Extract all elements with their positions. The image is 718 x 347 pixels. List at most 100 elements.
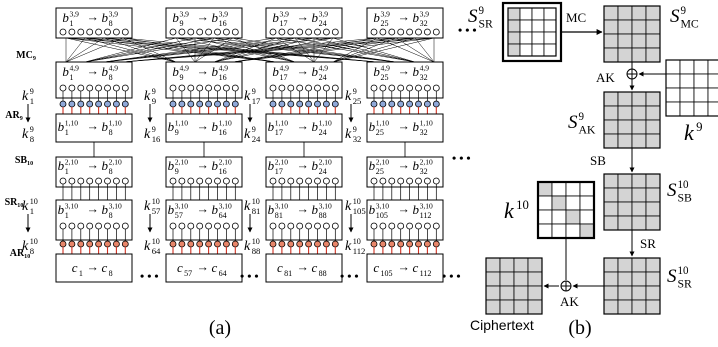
byte-node xyxy=(86,177,94,185)
state-block xyxy=(366,61,444,99)
byte-node xyxy=(196,177,204,185)
symbol-subscript: 57 xyxy=(175,211,183,220)
symbol-subscript: 81 xyxy=(275,211,283,220)
symbol-subscript: 32 xyxy=(420,19,428,28)
byte-node xyxy=(331,28,339,36)
byte-node xyxy=(423,28,431,36)
byte-node xyxy=(415,177,422,185)
state-cell xyxy=(603,133,619,149)
byte-node xyxy=(314,240,321,248)
op-mc: MC xyxy=(566,10,586,25)
byte-node xyxy=(278,28,286,36)
state-cell xyxy=(631,133,647,149)
byte-node xyxy=(205,28,213,36)
byte-node xyxy=(95,100,102,108)
state-cell xyxy=(645,187,661,203)
mixcolumns-wire xyxy=(65,37,86,63)
state-cell xyxy=(531,31,545,45)
state-cell xyxy=(603,33,619,49)
state-cell xyxy=(537,223,553,239)
byte-node xyxy=(415,84,422,92)
byte-node xyxy=(296,240,304,248)
mixcolumns-wire xyxy=(103,37,277,63)
state-cell xyxy=(631,5,647,21)
state-cell xyxy=(631,173,647,189)
ellipsis-bottom: • • • xyxy=(140,269,159,283)
byte-node xyxy=(379,177,387,185)
symbol-superscript: 10 xyxy=(516,198,529,212)
state-sr10-grid xyxy=(603,257,661,315)
state-cell xyxy=(527,299,543,315)
byte-node xyxy=(231,240,239,248)
state-cell xyxy=(645,285,661,301)
state-cell xyxy=(645,299,661,315)
symbol-superscript: 10 xyxy=(252,197,260,206)
symbol-subscript: 8 xyxy=(109,167,113,176)
byte-node xyxy=(169,222,177,230)
block-arrow: → xyxy=(297,10,309,24)
state-cell xyxy=(645,215,661,231)
byte-node xyxy=(59,222,67,230)
mixcolumns-wire xyxy=(332,37,435,63)
state-cell xyxy=(527,271,543,287)
symbol-superscript: 9 xyxy=(152,125,156,134)
ciphertext-block xyxy=(55,253,133,283)
ellipsis-mid: • • • xyxy=(452,151,471,165)
state-cell xyxy=(507,7,521,21)
state-cell xyxy=(679,87,695,103)
symbol-subscript: 81 xyxy=(284,269,292,278)
byte-node xyxy=(77,222,85,230)
symbol-subscript: 1 xyxy=(69,19,73,28)
symbol-subscript: 24 xyxy=(319,167,327,176)
mixcolumns-wire xyxy=(194,37,397,63)
symbol-subscript: 88 xyxy=(319,211,327,220)
symbol-subscript: 112 xyxy=(420,269,432,278)
symbol-superscript: 3,9 xyxy=(420,10,430,19)
symbol-subscript: 8 xyxy=(109,269,113,278)
symbol-superscript: 9 xyxy=(680,5,686,17)
symbol-subscript: 64 xyxy=(152,246,161,256)
state-cell xyxy=(631,215,647,231)
byte-node xyxy=(231,177,239,185)
byte-node xyxy=(269,177,277,185)
state-cell xyxy=(519,31,533,45)
symbol-superscript: 4,9 xyxy=(109,64,119,73)
state-cell xyxy=(631,299,647,315)
symbol-superscript: 1,10 xyxy=(175,119,188,128)
symbol-base: b xyxy=(101,10,108,25)
byte-node xyxy=(68,28,76,36)
byte-node xyxy=(113,28,120,36)
byte-node xyxy=(432,28,440,36)
byte-node xyxy=(169,240,177,248)
mixcolumns-wire xyxy=(213,37,277,63)
symbol-superscript: 3,9 xyxy=(380,10,390,19)
symbol-superscript: 9 xyxy=(353,87,357,96)
state-sb10-grid xyxy=(603,173,661,231)
block-arrow: → xyxy=(398,202,410,216)
state-cell xyxy=(603,47,619,63)
symbol-subscript: SB xyxy=(677,192,692,205)
symbol-subscript: 24 xyxy=(319,128,327,137)
byte-node xyxy=(406,100,414,108)
byte-node xyxy=(287,28,295,36)
byte-node xyxy=(296,222,304,230)
byte-node xyxy=(423,84,431,92)
symbol-subscript: 17 xyxy=(275,167,283,176)
symbol-superscript: 1,10 xyxy=(376,119,389,128)
byte-node xyxy=(370,240,378,248)
symbol-base: k xyxy=(244,127,251,142)
symbol-subscript: 16 xyxy=(152,134,161,144)
symbol-base: k xyxy=(244,89,251,104)
symbol-subscript: 9 xyxy=(152,96,156,106)
